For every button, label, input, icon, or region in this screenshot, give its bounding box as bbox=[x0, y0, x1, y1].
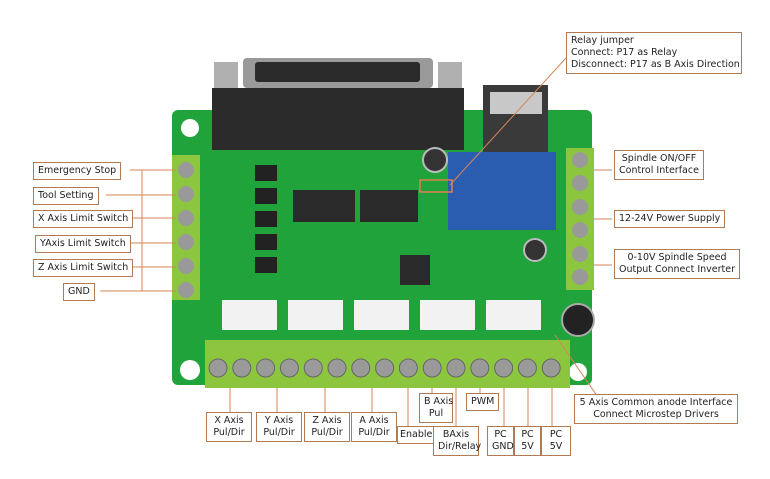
db25-pins bbox=[255, 62, 420, 82]
optocoupler bbox=[255, 188, 277, 204]
label-line: PC bbox=[521, 429, 534, 440]
optocoupler bbox=[255, 165, 277, 181]
terminal-screw bbox=[327, 358, 347, 378]
label-pc-gnd: PC GND bbox=[487, 426, 514, 456]
terminal-screw bbox=[470, 358, 490, 378]
terminal-screw bbox=[517, 358, 537, 378]
optocoupler bbox=[255, 234, 277, 250]
terminal-screw bbox=[375, 358, 395, 378]
label-y-limit: YAxis Limit Switch bbox=[35, 235, 131, 253]
db25-connector bbox=[212, 88, 464, 150]
label-z-axis: Z Axis Pul/Dir bbox=[304, 412, 350, 442]
label-line: GND bbox=[492, 441, 514, 452]
left-terminal-block bbox=[172, 155, 200, 300]
label-power-supply: 12-24V Power Supply bbox=[614, 210, 726, 228]
label-b-axis-pul: B Axis Pul bbox=[419, 393, 453, 423]
capacitor bbox=[561, 303, 595, 337]
relay bbox=[448, 152, 556, 230]
relay-jumper-label: Relay jumper Connect: P17 as Relay Disco… bbox=[566, 32, 742, 74]
label-z-limit: Z Axis Limit Switch bbox=[33, 259, 134, 277]
terminal-screw bbox=[541, 358, 561, 378]
db25-screw bbox=[214, 62, 238, 88]
label-spindle-onoff: Spindle ON/OFF Control Interface bbox=[614, 150, 704, 180]
label-line: X Axis bbox=[214, 415, 244, 426]
relay-jumper-connect: Connect: P17 as Relay bbox=[571, 47, 678, 58]
right-terminal-block bbox=[566, 148, 594, 290]
label-y-axis: Y Axis Pul/Dir bbox=[256, 412, 302, 442]
label-x-limit: X Axis Limit Switch bbox=[33, 210, 134, 228]
label-tool-setting: Tool Setting bbox=[33, 187, 99, 205]
ic-chip bbox=[400, 255, 430, 285]
label-line: Pul/Dir bbox=[358, 427, 390, 438]
label-line: 5 Axis Common anode Interface bbox=[579, 397, 733, 408]
label-line: 5V bbox=[549, 441, 563, 452]
label-spindle-speed: 0-10V Spindle Speed Output Connect Inver… bbox=[614, 249, 740, 279]
label-a-axis: A Axis Pul/Dir bbox=[351, 412, 397, 442]
label-line: B Axis bbox=[424, 396, 454, 407]
label-line: Output Connect Inverter bbox=[619, 264, 735, 275]
mount-hole bbox=[569, 363, 587, 381]
terminal-screw bbox=[398, 358, 418, 378]
terminal-screw bbox=[208, 358, 228, 378]
label-x-axis: X Axis Pul/Dir bbox=[206, 412, 252, 442]
stepper-headers bbox=[222, 300, 541, 330]
label-line: Pul bbox=[428, 408, 444, 419]
bottom-terminal-screws bbox=[208, 358, 561, 378]
terminal-screw bbox=[446, 358, 466, 378]
right-terminal-screws bbox=[572, 152, 588, 285]
terminal-screw bbox=[494, 358, 514, 378]
terminal-screw bbox=[303, 358, 323, 378]
label-gnd: GND bbox=[63, 283, 95, 301]
optocoupler bbox=[255, 257, 277, 273]
label-line: BAxis bbox=[442, 429, 470, 440]
label-line: Pul/Dir bbox=[263, 427, 295, 438]
label-emergency-stop: Emergency Stop bbox=[33, 162, 122, 180]
left-terminal-screws bbox=[178, 162, 194, 298]
db25-screw bbox=[438, 62, 462, 88]
ic-chip bbox=[293, 190, 355, 222]
mount-hole bbox=[181, 119, 199, 137]
label-line: Connect Microstep Drivers bbox=[593, 409, 719, 420]
label-line: Pul/Dir bbox=[213, 427, 245, 438]
label-pc-5v-1: PC 5V bbox=[514, 426, 541, 456]
relay-jumper bbox=[419, 179, 453, 193]
terminal-screw bbox=[232, 358, 252, 378]
label-line: Z Axis bbox=[312, 415, 342, 426]
label-line: Pul/Dir bbox=[311, 427, 343, 438]
label-b-axis-dir: BAxis Dir/Relay bbox=[433, 426, 482, 456]
label-enable: Enable bbox=[397, 426, 436, 444]
capacitor bbox=[523, 238, 547, 262]
capacitor bbox=[422, 147, 448, 173]
relay-jumper-disconnect: Disconnect: P17 as B Axis Direction bbox=[571, 59, 740, 70]
label-pwm: PWM bbox=[466, 393, 500, 411]
label-common-anode: 5 Axis Common anode Interface Connect Mi… bbox=[574, 394, 738, 424]
label-line: Control Interface bbox=[619, 165, 699, 176]
label-line: PC bbox=[549, 429, 563, 440]
terminal-screw bbox=[351, 358, 371, 378]
terminal-screw bbox=[256, 358, 276, 378]
terminal-screw bbox=[422, 358, 442, 378]
relay-jumper-title: Relay jumper bbox=[571, 35, 634, 46]
label-line: Y Axis bbox=[264, 415, 294, 426]
terminal-screw bbox=[279, 358, 299, 378]
label-line: Spindle ON/OFF bbox=[621, 153, 697, 164]
label-line: 0-10V Spindle Speed bbox=[627, 252, 727, 263]
label-line: A Axis bbox=[359, 415, 389, 426]
label-line: 5V bbox=[521, 441, 534, 452]
label-line: PC bbox=[494, 429, 507, 440]
usb-slot bbox=[490, 92, 542, 114]
label-pc-5v-2: PC 5V bbox=[541, 426, 571, 456]
optocoupler bbox=[255, 211, 277, 227]
label-line: Dir/Relay bbox=[438, 441, 482, 452]
ic-chip bbox=[360, 190, 418, 222]
mount-hole bbox=[180, 360, 200, 380]
